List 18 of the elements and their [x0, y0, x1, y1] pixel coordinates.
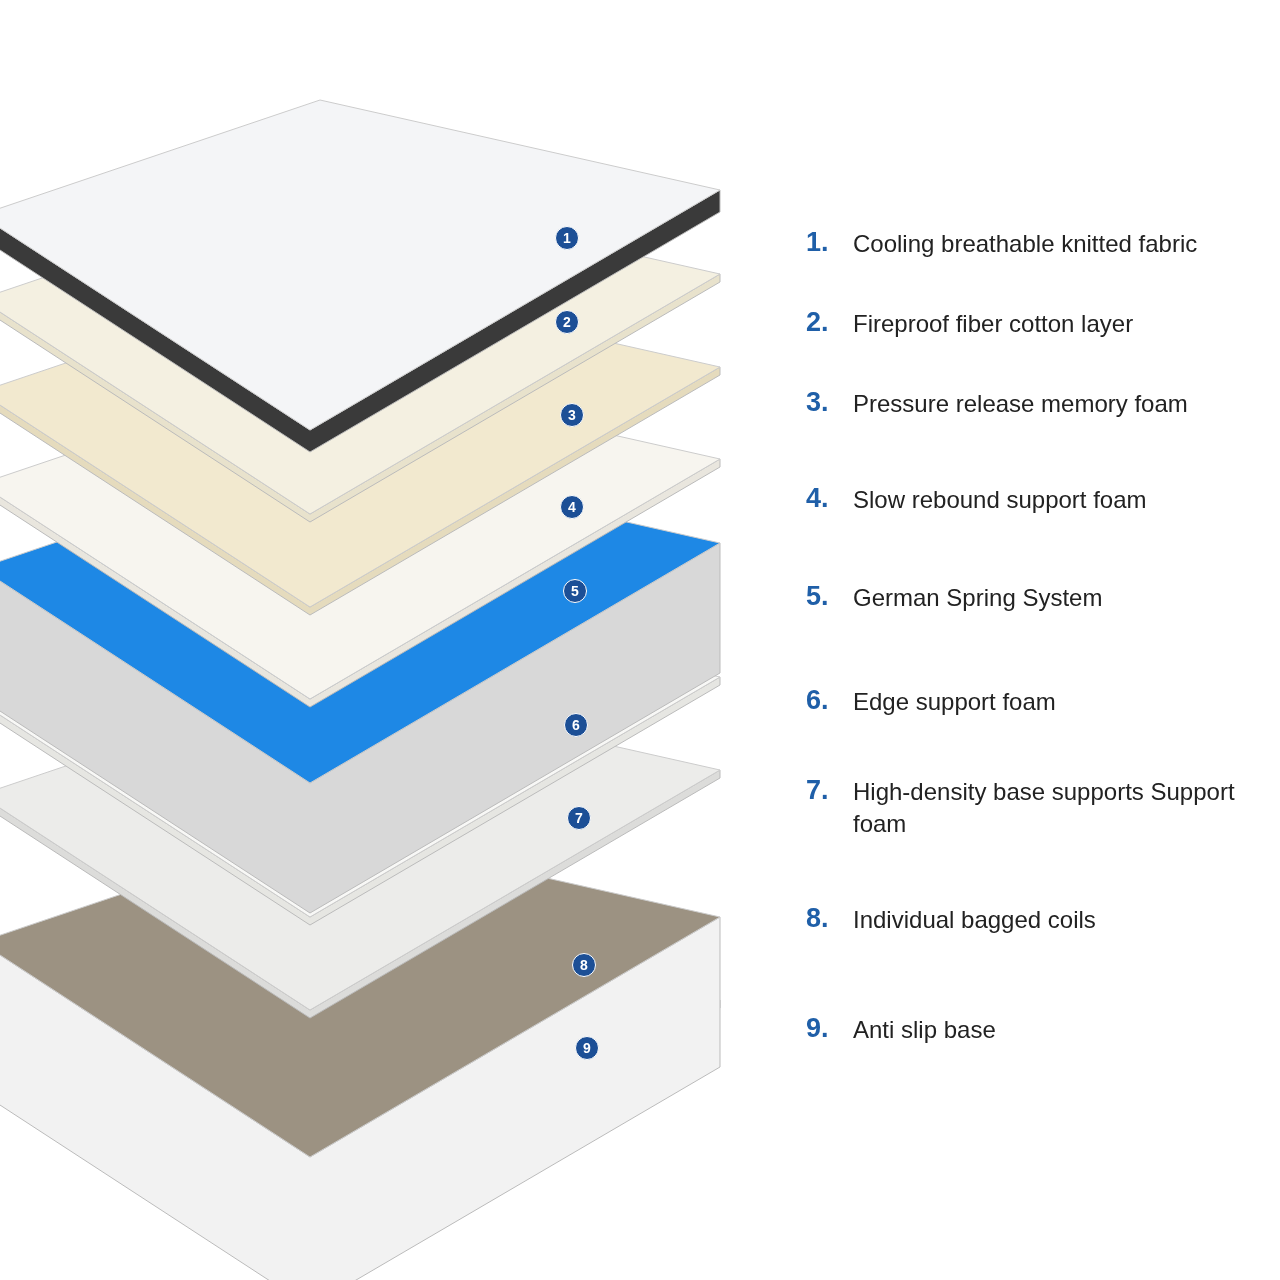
layer-description: Individual bagged coils	[853, 905, 1097, 935]
layer-description: Fireproof fiber cotton layer	[853, 309, 1135, 339]
list-number: 5.	[806, 581, 829, 612]
layer-description: High-density base supports Support foam	[853, 777, 1236, 839]
layer-description: Cooling breathable knitted fabric	[853, 229, 1199, 259]
list-number: 4.	[806, 483, 829, 514]
layer-description: German Spring System	[853, 583, 1104, 613]
list-number: 8.	[806, 903, 829, 934]
list-number: 7.	[806, 775, 829, 806]
layer-description: Pressure release memory foam	[853, 389, 1189, 419]
layer-description: Slow rebound support foam	[853, 485, 1148, 515]
layer-description: Edge support foam	[853, 687, 1057, 717]
list-number: 2.	[806, 307, 829, 338]
layer-description: Anti slip base	[853, 1015, 997, 1045]
list-number: 3.	[806, 387, 829, 418]
list-number: 1.	[806, 227, 829, 258]
list-number: 6.	[806, 685, 829, 716]
list-number: 9.	[806, 1013, 829, 1044]
